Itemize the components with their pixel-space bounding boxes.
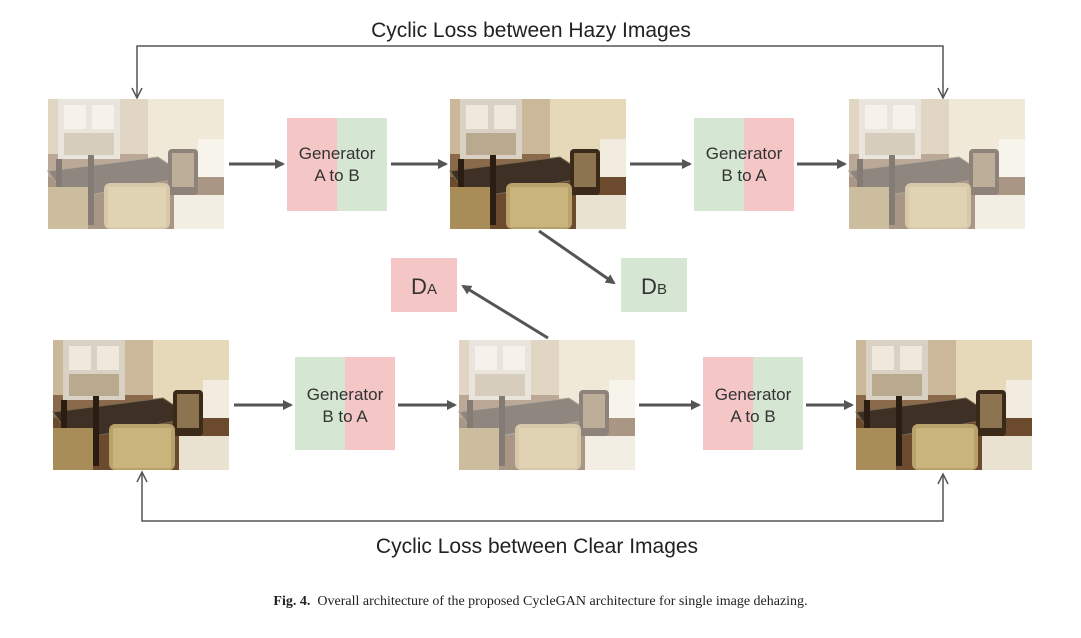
top-cyclic-loss-connector	[136, 45, 944, 98]
generator-label-line2: B to A	[322, 407, 368, 426]
figure-caption: Fig. 4. Overall architecture of the prop…	[0, 594, 1081, 610]
reconstructed-hazy-image	[848, 98, 1026, 230]
top-cyclic-loss-label: Cyclic Loss between Hazy Images	[371, 19, 691, 42]
generator-label-line1: Generator	[715, 385, 792, 404]
generator-label-line1: Generator	[299, 144, 376, 163]
generator-label-line1: Generator	[307, 385, 384, 404]
generator-label-line2: A to B	[314, 166, 359, 185]
generator-a-to-b-top: Generator A to B	[287, 118, 387, 211]
discriminator-b: DB	[621, 258, 687, 312]
discriminator-b-subscript: B	[657, 281, 667, 298]
generator-label-line2: B to A	[721, 166, 767, 185]
bottom-cyclic-loss-label: Cyclic Loss between Clear Images	[376, 535, 698, 558]
arrow-to-discriminator-b	[538, 229, 616, 285]
discriminator-a-letter: D	[411, 274, 427, 299]
discriminator-a: DA	[391, 258, 457, 312]
generator-a-to-b-bottom: Generator A to B	[703, 357, 803, 450]
clear-input-image	[52, 339, 230, 471]
arrow-to-discriminator-a	[461, 284, 549, 340]
figure-number: Fig. 4.	[273, 594, 311, 609]
generated-clear-image-top	[449, 98, 627, 230]
hazy-input-image	[47, 98, 225, 230]
reconstructed-clear-image	[855, 339, 1033, 471]
generator-label-line2: A to B	[730, 407, 775, 426]
bottom-cyclic-loss-connector	[141, 474, 944, 522]
generator-b-to-a-bottom: Generator B to A	[295, 357, 395, 450]
svg-text:DB: DB	[641, 274, 667, 299]
generated-hazy-image-bottom	[458, 339, 636, 471]
figure-caption-text: Overall architecture of the proposed Cyc…	[317, 594, 808, 609]
generator-label-line1: Generator	[706, 144, 783, 163]
discriminator-a-subscript: A	[427, 281, 437, 298]
generator-b-to-a-top: Generator B to A	[694, 118, 794, 211]
svg-text:DA: DA	[411, 274, 437, 299]
discriminator-b-letter: D	[641, 274, 657, 299]
